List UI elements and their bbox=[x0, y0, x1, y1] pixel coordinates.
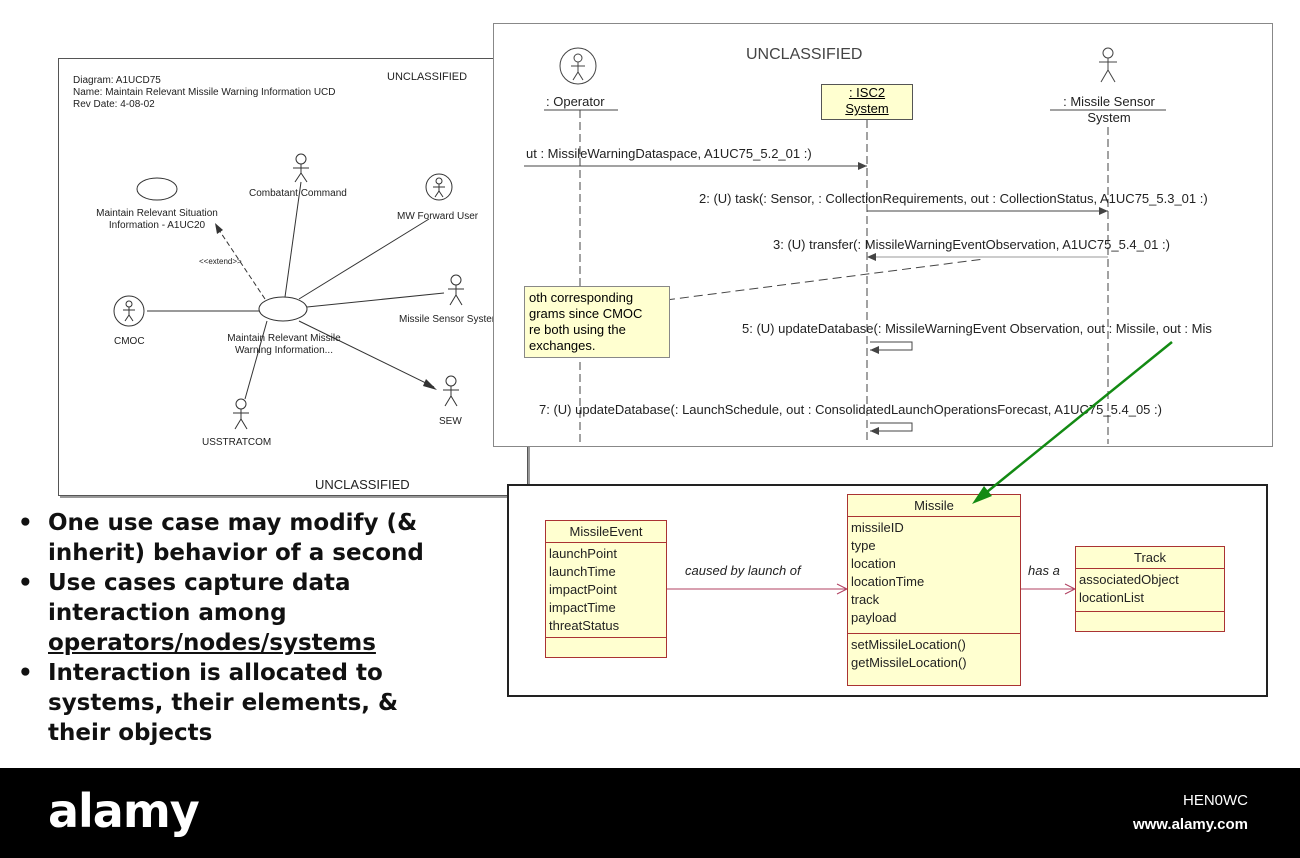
sequence-note: oth corresponding grams since CMOC re bo… bbox=[524, 286, 670, 358]
extend-arrowhead bbox=[215, 223, 223, 234]
assoc-has-label: has a bbox=[1028, 563, 1060, 578]
assoc-sew bbox=[298, 320, 435, 388]
ucd-diagram-id: Diagram: A1UCD75 bbox=[73, 75, 161, 86]
label-usstratcom: USSTRATCOM bbox=[202, 437, 272, 448]
msg1-arrowhead bbox=[858, 162, 867, 170]
message-5: 5: (U) updateDatabase(: MissileWarningEv… bbox=[742, 321, 1212, 336]
seq-drawing bbox=[524, 47, 1166, 444]
msg2-arrowhead bbox=[1099, 207, 1108, 215]
actor-usstratcom bbox=[233, 398, 249, 430]
self-msg-7 bbox=[870, 422, 913, 432]
bullet-item-1: One use case may modify (& inherit) beha… bbox=[14, 508, 494, 568]
assoc-combatant bbox=[284, 181, 302, 298]
class-missile-event-name: MissileEvent bbox=[546, 521, 666, 543]
msg3-arrowhead bbox=[867, 253, 876, 261]
sensor-actor-icon bbox=[1099, 47, 1117, 83]
message-3: 3: (U) transfer(: MissileWarningEventObs… bbox=[773, 237, 1170, 252]
seq-classification: UNCLASSIFIED bbox=[746, 46, 863, 63]
ucd-diagram-name: Name: Maintain Relevant Missile Warning … bbox=[73, 87, 336, 98]
use-case-diagram-panel: Diagram: A1UCD75 Name: Maintain Relevant… bbox=[58, 58, 528, 496]
class-track-attributes: associatedObject locationList bbox=[1076, 569, 1224, 612]
extend-label: <<extend>> bbox=[199, 257, 242, 266]
msg5-arrowhead bbox=[870, 346, 879, 354]
message-2: 2: (U) task(: Sensor, : CollectionRequir… bbox=[699, 191, 1208, 206]
ucd-classification-top: UNCLASSIFIED bbox=[387, 71, 468, 83]
class-missile-event-attributes: launchPoint launchTime impactPoint impac… bbox=[546, 543, 666, 638]
lifeline-sensor-label: : Missile Sensor System bbox=[1063, 94, 1155, 125]
lifeline-operator-label: : Operator bbox=[546, 94, 605, 109]
bullet-item-3: Interaction is allocated to systems, the… bbox=[14, 658, 494, 748]
extend-dep bbox=[216, 226, 266, 300]
assoc-caused-label: caused by launch of bbox=[685, 563, 801, 578]
ucd-header: Diagram: A1UCD75 Name: Maintain Relevant… bbox=[73, 75, 336, 111]
ucd-drawing bbox=[113, 153, 464, 430]
assoc-sensor bbox=[306, 292, 445, 308]
isc2-system-box: : ISC2 System bbox=[821, 84, 913, 120]
bullet-list: One use case may modify (& inherit) beha… bbox=[14, 508, 494, 748]
message-7: 7: (U) updateDatabase(: LaunchSchedule, … bbox=[539, 402, 1162, 417]
site-url: www.alamy.com bbox=[1132, 816, 1248, 833]
actor-mw-forward-user bbox=[425, 173, 453, 201]
label-mw-forward-user: MW Forward User bbox=[397, 211, 479, 222]
actor-combatant-command bbox=[293, 153, 309, 183]
class-track: Track associatedObject locationList bbox=[1075, 546, 1225, 632]
class-missile-event: MissileEvent launchPoint launchTime impa… bbox=[545, 520, 667, 658]
actor-sew bbox=[443, 375, 459, 407]
class-missile-name: Missile bbox=[848, 495, 1020, 517]
ucd-rev-date: Rev Date: 4-08-02 bbox=[73, 99, 155, 110]
message-1: ut : MissileWarningDataspace, A1UC75_5.2… bbox=[526, 146, 812, 161]
sew-arrowhead bbox=[423, 379, 437, 390]
sequence-diagram-panel: UNCLASSIFIED bbox=[493, 23, 1273, 447]
alamy-logo: alamy bbox=[48, 784, 200, 838]
msg7-arrowhead bbox=[870, 427, 879, 435]
class-missile-operations: setMissileLocation() getMissileLocation(… bbox=[851, 637, 967, 670]
note-connector bbox=[665, 258, 985, 301]
label-sew: SEW bbox=[439, 416, 462, 427]
actor-cmoc bbox=[113, 295, 145, 327]
watermark-footer: alamy HEN0WC www.alamy.com bbox=[0, 768, 1300, 858]
class-diagram-panel: MissileEvent launchPoint launchTime impa… bbox=[507, 484, 1268, 697]
operator-icon bbox=[559, 47, 597, 85]
image-id: HEN0WC bbox=[1182, 792, 1248, 809]
actor-missile-sensor-system bbox=[448, 274, 464, 306]
class-missile: Missile missileID type location location… bbox=[847, 494, 1021, 686]
usecase-situation-ellipse bbox=[136, 177, 178, 201]
label-cmoc: CMOC bbox=[114, 336, 145, 347]
bullet-item-2: Use cases capture data interaction among… bbox=[14, 568, 494, 658]
label-missile-sensor-system: Missile Sensor System bbox=[399, 314, 501, 325]
label-combatant-command: Combatant Command bbox=[249, 188, 347, 199]
usecase-main-ellipse bbox=[258, 296, 308, 322]
class-missile-attributes: missileID type location locationTime tra… bbox=[848, 517, 1020, 634]
self-msg-5 bbox=[870, 341, 913, 351]
class-track-name: Track bbox=[1076, 547, 1224, 569]
assoc-usstratcom bbox=[244, 320, 268, 400]
ucd-classification-bottom: UNCLASSIFIED bbox=[315, 477, 410, 492]
assoc-mw-forward bbox=[298, 218, 430, 300]
